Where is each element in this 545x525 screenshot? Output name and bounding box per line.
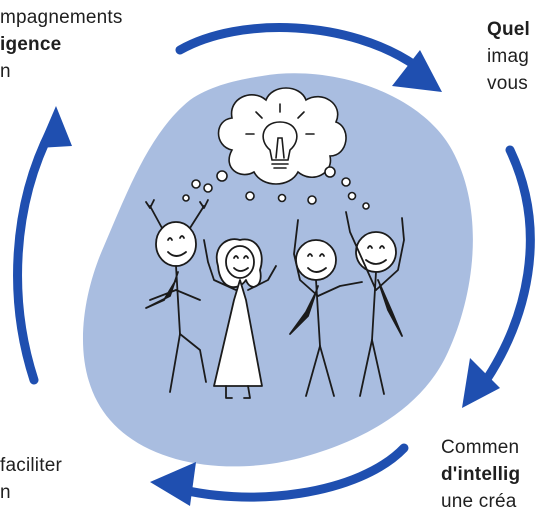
text-block-top-right: Quel imag vous xyxy=(487,16,530,97)
bottom-left-line-1: faciliter xyxy=(0,455,62,476)
arrow-bottom-head xyxy=(150,462,196,506)
top-left-line-1: mpagnements xyxy=(0,7,123,28)
cycle-arrows xyxy=(13,23,535,502)
figure-3 xyxy=(289,219,363,397)
arrow-left-head xyxy=(38,106,72,148)
figure-2 xyxy=(203,238,277,399)
background-blob xyxy=(82,73,473,467)
text-block-top-left: mpagnements igence n xyxy=(0,4,123,85)
bottom-right-line-2: d'intellig xyxy=(441,464,521,485)
top-left-line-2: igence xyxy=(0,34,62,55)
top-right-line-3: vous xyxy=(487,73,528,94)
text-block-bottom-right: Commen d'intellig une créa xyxy=(441,434,520,515)
top-right-line-2: imag xyxy=(487,46,529,67)
arrow-bottom xyxy=(163,443,409,502)
lightbulb-icon xyxy=(245,103,315,169)
stick-figures xyxy=(145,199,405,399)
arrow-heads xyxy=(38,50,500,506)
figure-4 xyxy=(345,211,405,397)
top-left-line-3: n xyxy=(0,61,11,82)
arrow-top-head xyxy=(392,50,442,92)
arrow-right xyxy=(473,145,535,397)
bottom-right-line-3: une créa xyxy=(441,491,517,512)
bottom-left-line-2: n xyxy=(0,482,11,503)
arrow-top xyxy=(175,23,421,71)
figure-1 xyxy=(145,199,209,393)
arrow-right-head xyxy=(462,358,500,408)
top-right-line-1: Quel xyxy=(487,19,531,40)
arrow-left xyxy=(13,123,57,385)
bottom-right-line-1: Commen xyxy=(441,437,520,458)
text-block-bottom-left: faciliter n xyxy=(0,452,62,506)
